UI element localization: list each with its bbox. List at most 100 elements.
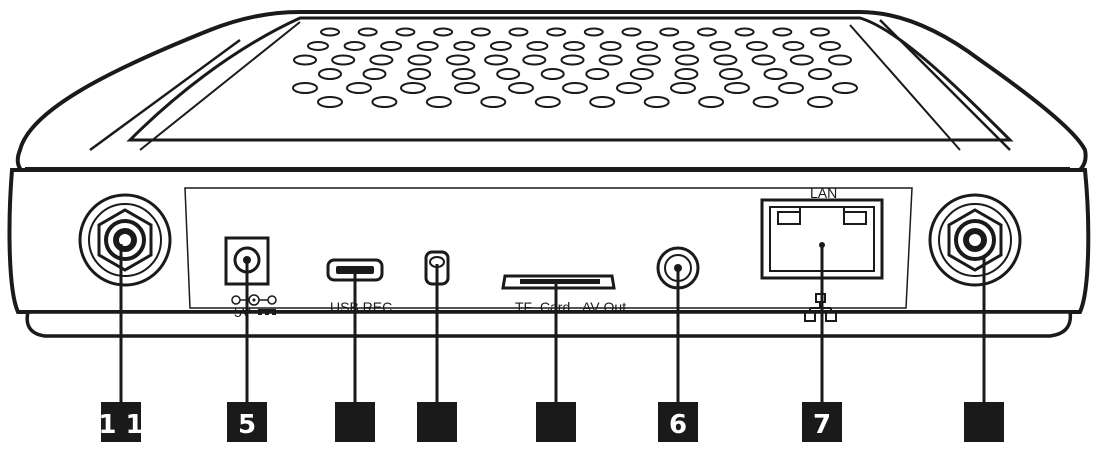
vent-hole	[778, 82, 804, 94]
callout-number: 6	[669, 410, 687, 440]
vent-hole	[589, 96, 616, 108]
vent-hole	[526, 41, 549, 51]
vent-hole	[454, 82, 480, 94]
port-panel	[184, 187, 913, 309]
vent-hole	[293, 54, 317, 66]
vent-hole	[659, 27, 680, 37]
lan-label: LAN	[810, 185, 837, 201]
vent-hole	[522, 54, 547, 66]
callout-box	[802, 402, 842, 442]
device-base-lip	[25, 310, 1073, 338]
vent-hole	[672, 41, 695, 51]
vent-hole	[484, 54, 509, 66]
vent-hole	[751, 54, 776, 66]
vent-hole	[445, 54, 470, 66]
vent-hole	[357, 27, 378, 37]
vent-hole	[828, 54, 852, 66]
vent-hole	[480, 96, 507, 108]
vent-hole	[407, 54, 432, 66]
vent-hole	[433, 27, 454, 37]
callout-lan-port: 7	[802, 402, 842, 442]
tf-card-label: TF Card	[515, 299, 570, 315]
callout-box	[964, 402, 1004, 442]
vent-hole	[782, 41, 805, 51]
callout-box	[101, 402, 141, 442]
vent-hole	[599, 41, 622, 51]
vent-hole	[416, 41, 439, 51]
vent-hole	[508, 82, 534, 94]
callout-antenna-left: 1 1	[98, 402, 144, 442]
callout-tf-card-slot	[536, 402, 576, 442]
vent-hole	[675, 54, 700, 66]
vent-hole	[546, 27, 567, 37]
vent-hole	[752, 96, 779, 108]
vent-hole	[453, 41, 476, 51]
vent-hole	[343, 41, 366, 51]
top-plate	[126, 16, 1014, 142]
vent-hole	[331, 54, 356, 66]
vent-hole	[643, 96, 670, 108]
callout-audio-jack	[417, 402, 457, 442]
callout-box	[536, 402, 576, 442]
vent-hole	[789, 54, 814, 66]
vent-hole	[560, 54, 585, 66]
vent-hole	[718, 68, 743, 80]
vent-hole	[713, 54, 738, 66]
vent-hole	[317, 96, 343, 108]
vent-hole	[470, 27, 491, 37]
ventilation-holes	[292, 27, 858, 108]
vent-hole	[407, 68, 432, 80]
vent-hole	[745, 41, 768, 51]
vent-hole	[616, 82, 642, 94]
vent-hole	[636, 54, 661, 66]
vent-hole	[734, 27, 755, 37]
vent-hole	[674, 68, 699, 80]
vent-hole	[583, 27, 604, 37]
vent-hole	[621, 27, 642, 37]
vent-hole	[318, 68, 342, 80]
vent-hole	[489, 41, 512, 51]
vent-hole	[696, 27, 717, 37]
vent-hole	[808, 68, 832, 80]
callout-power-port: 5	[227, 402, 267, 442]
vent-hole	[629, 68, 654, 80]
vent-hole	[496, 68, 521, 80]
callout-number: 5	[238, 410, 256, 440]
callout-box	[227, 402, 267, 442]
vent-hole	[508, 27, 529, 37]
callout-number: 7	[813, 410, 831, 440]
vent-hole	[307, 41, 329, 51]
vent-hole	[320, 27, 340, 37]
tf-card-slot	[501, 274, 616, 290]
callout-usb-port	[335, 402, 375, 442]
vent-hole	[598, 54, 623, 66]
vent-hole	[819, 41, 841, 51]
power-label: 5V	[234, 304, 252, 320]
vent-hole	[763, 68, 788, 80]
vent-hole	[400, 82, 426, 94]
vent-hole	[369, 54, 394, 66]
antenna-connector-left	[78, 193, 172, 287]
vent-hole	[534, 96, 561, 108]
callout-boxes: 1 1 5 6 7	[98, 402, 1004, 442]
power-jack	[224, 236, 277, 315]
vent-hole	[292, 82, 318, 94]
callout-leader-lines	[119, 244, 986, 404]
vent-hole	[585, 68, 610, 80]
vent-hole	[772, 27, 793, 37]
vent-hole	[395, 27, 416, 37]
callout-av-out-port: 6	[658, 402, 698, 442]
callout-number: 1 1	[98, 410, 143, 440]
vent-hole	[563, 41, 585, 51]
vent-hole	[636, 41, 659, 51]
vent-hole	[832, 82, 858, 94]
vent-hole	[425, 96, 452, 108]
antenna-connector-right	[928, 193, 1022, 287]
vent-hole	[709, 41, 732, 51]
callout-box	[335, 402, 375, 442]
vent-hole	[362, 68, 387, 80]
vent-hole	[807, 96, 833, 108]
vent-hole	[371, 96, 398, 108]
